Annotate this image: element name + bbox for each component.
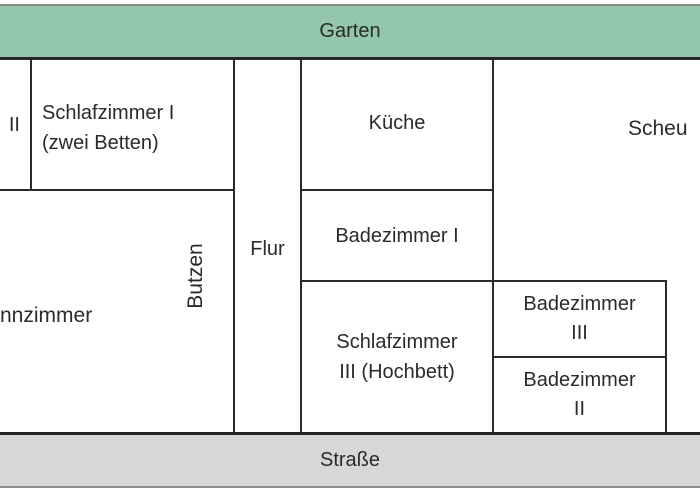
garden-area: Garten <box>0 4 700 60</box>
room-label-line1: Badezimmer <box>523 369 636 391</box>
room-label-line2: III <box>571 322 588 344</box>
room-badezimmer-ii: Badezimmer II <box>492 356 667 434</box>
room-kueche: Küche <box>300 58 494 191</box>
room-label-line2: II <box>573 398 586 420</box>
room-label: Flur <box>250 238 285 260</box>
room-badezimmer-i: Badezimmer I <box>300 189 494 282</box>
room-schlafzimmer-i: Schlafzimmer I (zwei Betten) <box>30 58 235 191</box>
butzen-label: Butzen <box>184 243 207 309</box>
room-label-line1: Schlafzimmer I <box>42 102 175 124</box>
room-badezimmer-iii: Badezimmer III <box>492 280 667 358</box>
room-flur: Flur <box>233 58 302 434</box>
room-label: Scheu <box>628 117 688 140</box>
room-label-line1: Badezimmer <box>523 293 636 315</box>
room-schlafzimmer-ii: II <box>0 58 32 191</box>
room-label-line2: (zwei Betten) <box>42 132 159 154</box>
room-label: II <box>8 113 20 136</box>
room-wohnzimmer: nnzimmer Butzen <box>0 189 235 434</box>
room-schlafzimmer-iii: Schlafzimmer III (Hochbett) <box>300 280 494 434</box>
street-label: Straße <box>319 449 381 471</box>
room-label: Badezimmer I <box>335 224 459 247</box>
street-area: Straße <box>0 432 700 488</box>
room-label-line2: III (Hochbett) <box>339 361 455 383</box>
garden-label: Garten <box>319 20 381 42</box>
room-label-line1: Schlafzimmer <box>336 331 458 353</box>
room-label: nnzimmer <box>0 304 93 327</box>
room-label: Küche <box>368 111 426 134</box>
